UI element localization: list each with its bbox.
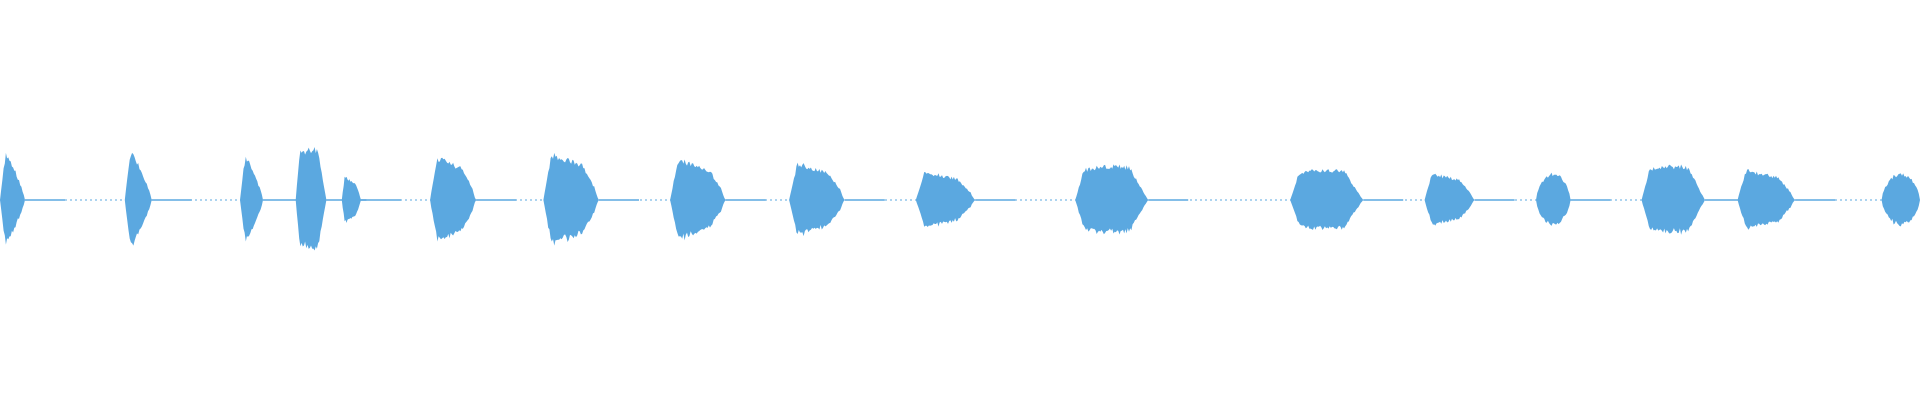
waveform-burst [543, 152, 599, 246]
waveform-burst [789, 162, 845, 237]
waveform-burst [1290, 169, 1364, 230]
waveform-burst [430, 157, 477, 242]
waveform-burst [1881, 173, 1920, 227]
waveform-burst [1075, 164, 1149, 235]
waveform-burst [915, 172, 976, 227]
waveform-burst [1641, 164, 1705, 235]
waveform-burst [1536, 172, 1571, 226]
waveform-burst [124, 152, 152, 246]
waveform-burst [1424, 173, 1475, 226]
waveform-burst [240, 156, 263, 242]
waveform-burst [295, 147, 327, 251]
waveform-burst [0, 152, 25, 245]
waveform-burst [670, 159, 726, 241]
waveform-burst [341, 176, 361, 223]
waveform-bursts [0, 147, 1920, 251]
waveform-burst [1737, 169, 1796, 230]
